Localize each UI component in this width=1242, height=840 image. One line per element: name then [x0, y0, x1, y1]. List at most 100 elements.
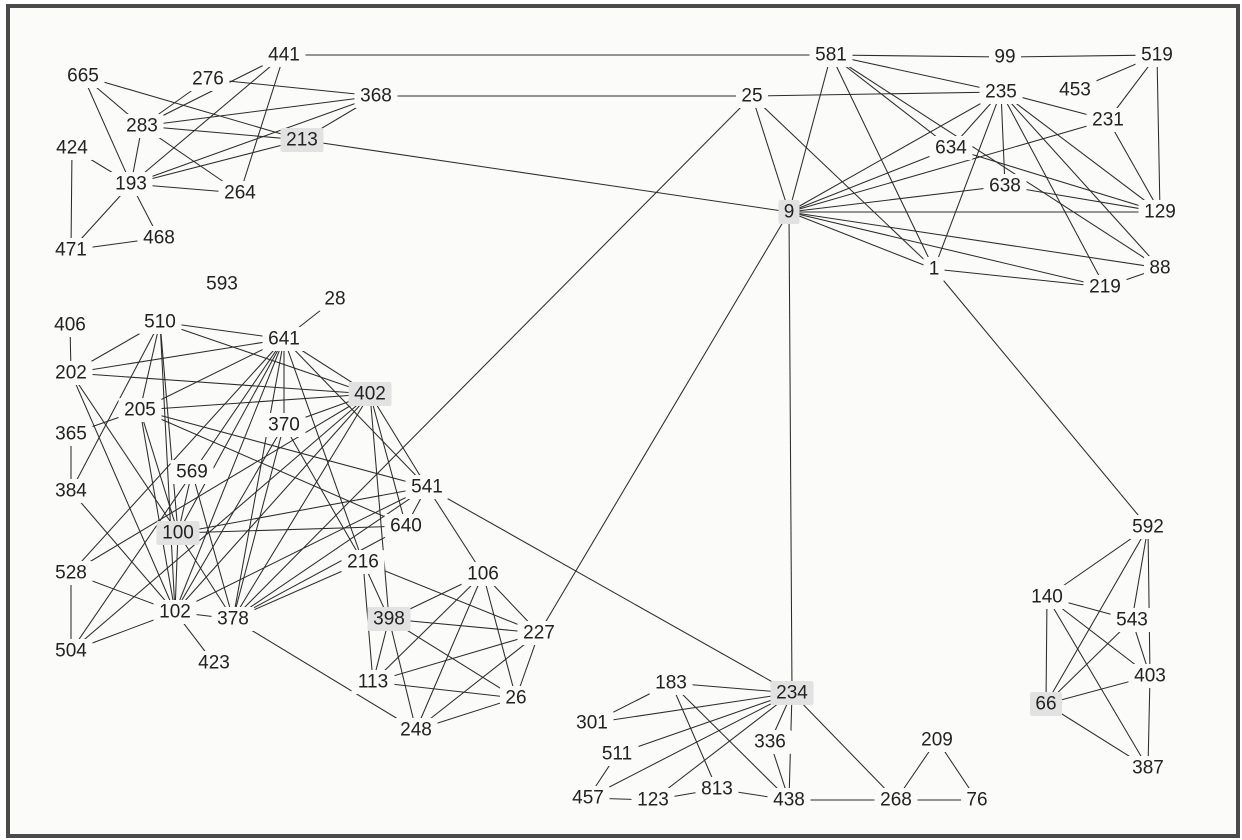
- node-label: 378: [217, 609, 249, 630]
- node-88: 88: [1144, 256, 1176, 280]
- node-301: 301: [570, 711, 614, 735]
- node-label: 216: [347, 552, 379, 573]
- node-background: [874, 788, 918, 812]
- node-label: 100: [162, 523, 194, 544]
- node-202: 202: [49, 361, 93, 385]
- node-label: 66: [1035, 694, 1056, 715]
- node-640: 640: [384, 514, 428, 538]
- edge-113-26: [372, 681, 517, 699]
- edge-510-384: [70, 321, 161, 492]
- node-background: [200, 272, 244, 296]
- node-label: 665: [67, 66, 99, 87]
- node-336: 336: [748, 730, 792, 754]
- edge-368-193: [130, 95, 377, 185]
- node-background: [989, 45, 1021, 69]
- node-background: [49, 361, 93, 385]
- node-label: 424: [56, 138, 88, 159]
- node-background: [1144, 256, 1176, 280]
- edge-641-504: [70, 338, 285, 652]
- node-background: [695, 777, 739, 801]
- node-label: 336: [754, 732, 786, 753]
- edge-441-193: [130, 54, 285, 185]
- node-background: [49, 561, 93, 585]
- node-9: 9: [778, 200, 800, 224]
- node-label: 438: [773, 790, 805, 811]
- edge-183-438: [670, 682, 790, 801]
- node-background: [367, 607, 411, 631]
- node-label: 140: [1031, 587, 1063, 608]
- node-276: 276: [186, 67, 230, 91]
- node-402: 402: [348, 382, 392, 406]
- node-label: 205: [124, 400, 156, 421]
- node-102: 102: [153, 600, 197, 624]
- edge-581-235: [830, 54, 1002, 93]
- node-background: [809, 43, 853, 67]
- node-background: [61, 64, 105, 88]
- node-label: 511: [602, 744, 632, 765]
- node-background: [262, 43, 306, 67]
- edge-9-219: [788, 211, 1106, 288]
- edge-581-634: [830, 54, 952, 149]
- edge-402-504: [70, 393, 371, 652]
- node-1: 1: [923, 257, 945, 281]
- node-label: 471: [55, 240, 87, 261]
- edge-641-205: [139, 338, 285, 411]
- node-label: 106: [467, 564, 499, 585]
- edge-370-102: [174, 424, 285, 613]
- node-background: [961, 788, 993, 812]
- node-99: 99: [989, 45, 1021, 69]
- edge-227-248: [415, 632, 540, 731]
- node-541: 541: [405, 475, 449, 499]
- node-background: [1025, 585, 1069, 609]
- edge-234-511: [616, 692, 793, 755]
- edge-1-219: [933, 268, 1106, 288]
- edge-205-541: [139, 409, 428, 488]
- edge-370-378: [232, 424, 285, 620]
- node-label: 276: [192, 69, 224, 90]
- node-label: 453: [1059, 80, 1091, 101]
- node-background: [929, 136, 973, 160]
- edge-581-1: [830, 54, 935, 270]
- node-471: 471: [49, 238, 93, 262]
- edge-1-592: [933, 268, 1149, 528]
- edge-202-100: [70, 372, 179, 534]
- node-background: [192, 651, 236, 675]
- node-background: [500, 686, 532, 710]
- edge-216-227: [362, 561, 540, 634]
- edge-378-248: [232, 618, 417, 731]
- node-background: [1128, 664, 1172, 688]
- node-label: 640: [390, 516, 422, 537]
- edge-106-248: [415, 573, 484, 731]
- edge-100-640: [177, 525, 407, 534]
- edge-641-378: [232, 338, 285, 620]
- node-background: [153, 600, 197, 624]
- edge-231-9: [788, 119, 1109, 213]
- node-label: 398: [373, 609, 405, 630]
- node-background: [595, 742, 639, 766]
- node-label: 213: [286, 130, 318, 151]
- edge-234-301: [591, 692, 793, 724]
- node-528: 528: [49, 561, 93, 585]
- edge-541-234: [426, 486, 793, 694]
- node-background: [517, 621, 561, 645]
- edge-205-102: [139, 409, 176, 613]
- node-25: 25: [736, 84, 768, 108]
- edge-581-9: [788, 54, 832, 213]
- node-background: [1030, 692, 1062, 716]
- node-638: 638: [983, 174, 1027, 198]
- edge-402-398: [369, 393, 390, 620]
- edge-100-378: [177, 532, 234, 620]
- edge-641-541: [283, 338, 428, 488]
- node-label: 813: [701, 779, 733, 800]
- node-background: [120, 114, 164, 138]
- edge-234-457: [587, 692, 793, 799]
- edge-519-129: [1156, 54, 1161, 213]
- node-label: 231: [1092, 110, 1124, 131]
- node-234: 234: [770, 681, 814, 705]
- edge-510-402: [159, 321, 371, 395]
- node-26: 26: [500, 686, 532, 710]
- edge-231-129: [1107, 119, 1161, 213]
- node-113: 113: [351, 670, 395, 694]
- node-76: 76: [961, 788, 993, 812]
- edge-638-9: [788, 185, 1006, 213]
